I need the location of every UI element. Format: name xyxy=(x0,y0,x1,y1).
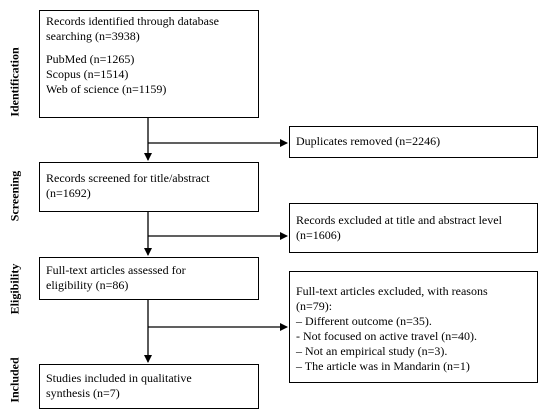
phase-included: Included xyxy=(0,344,30,416)
fulltext-excluded-line-4: - Not focused on active travel (n=40). xyxy=(296,329,478,343)
box-records-identified: Records identified through database sear… xyxy=(39,10,259,118)
box-duplicates-removed: Duplicates removed (n=2246) xyxy=(289,126,538,158)
fulltext-line-1: Full-text articles assessed for xyxy=(46,263,186,277)
phase-label-screening: Screening xyxy=(7,170,22,222)
included-line-1: Studies included in qualitative xyxy=(46,371,192,385)
phase-label-identification: Identification xyxy=(7,47,22,117)
included-line-2: synthesis (n=7) xyxy=(46,386,120,400)
box-records-screened: Records screened for title/abstract (n=1… xyxy=(39,162,259,212)
duplicates-line-1: Duplicates removed (n=2246) xyxy=(296,134,441,148)
phase-eligibility: Eligibility xyxy=(0,236,30,342)
identified-line-5: Web of science (n=1159) xyxy=(46,82,167,96)
box-records-excluded-title-abstract: Records excluded at title and abstract l… xyxy=(289,203,538,253)
excluded-title-line-2: (n=1606) xyxy=(296,228,341,242)
fulltext-excluded-line-1: Full-text articles excluded, with reason… xyxy=(296,284,488,298)
box-fulltext-assessed: Full-text articles assessed for eligibil… xyxy=(39,257,259,300)
identified-line-2: searching (n=3938) xyxy=(46,29,140,43)
fulltext-excluded-line-6: – The article was in Mandarin (n=1) xyxy=(296,359,470,373)
identified-line-3: PubMed (n=1265) xyxy=(46,52,135,66)
screened-line-1: Records screened for title/abstract xyxy=(46,171,210,185)
screened-line-2: (n=1692) xyxy=(46,186,91,200)
fulltext-excluded-line-5: – Not an empirical study (n=3). xyxy=(296,344,448,358)
box-fulltext-excluded: Full-text articles excluded, with reason… xyxy=(289,271,538,383)
box-studies-included: Studies included in qualitative synthesi… xyxy=(39,364,259,409)
fulltext-excluded-line-2: (n=79): xyxy=(296,299,333,313)
fulltext-excluded-line-3: – Different outcome (n=35). xyxy=(296,314,432,328)
excluded-title-line-1: Records excluded at title and abstract l… xyxy=(296,213,502,227)
phase-screening: Screening xyxy=(0,158,30,234)
phase-label-eligibility: Eligibility xyxy=(7,263,22,315)
identified-line-4: Scopus (n=1514) xyxy=(46,67,129,81)
identified-line-1: Records identified through database xyxy=(46,14,219,28)
fulltext-line-2: eligibility (n=86) xyxy=(46,278,129,292)
phase-identification: Identification xyxy=(0,8,30,156)
phase-label-included: Included xyxy=(7,357,22,403)
